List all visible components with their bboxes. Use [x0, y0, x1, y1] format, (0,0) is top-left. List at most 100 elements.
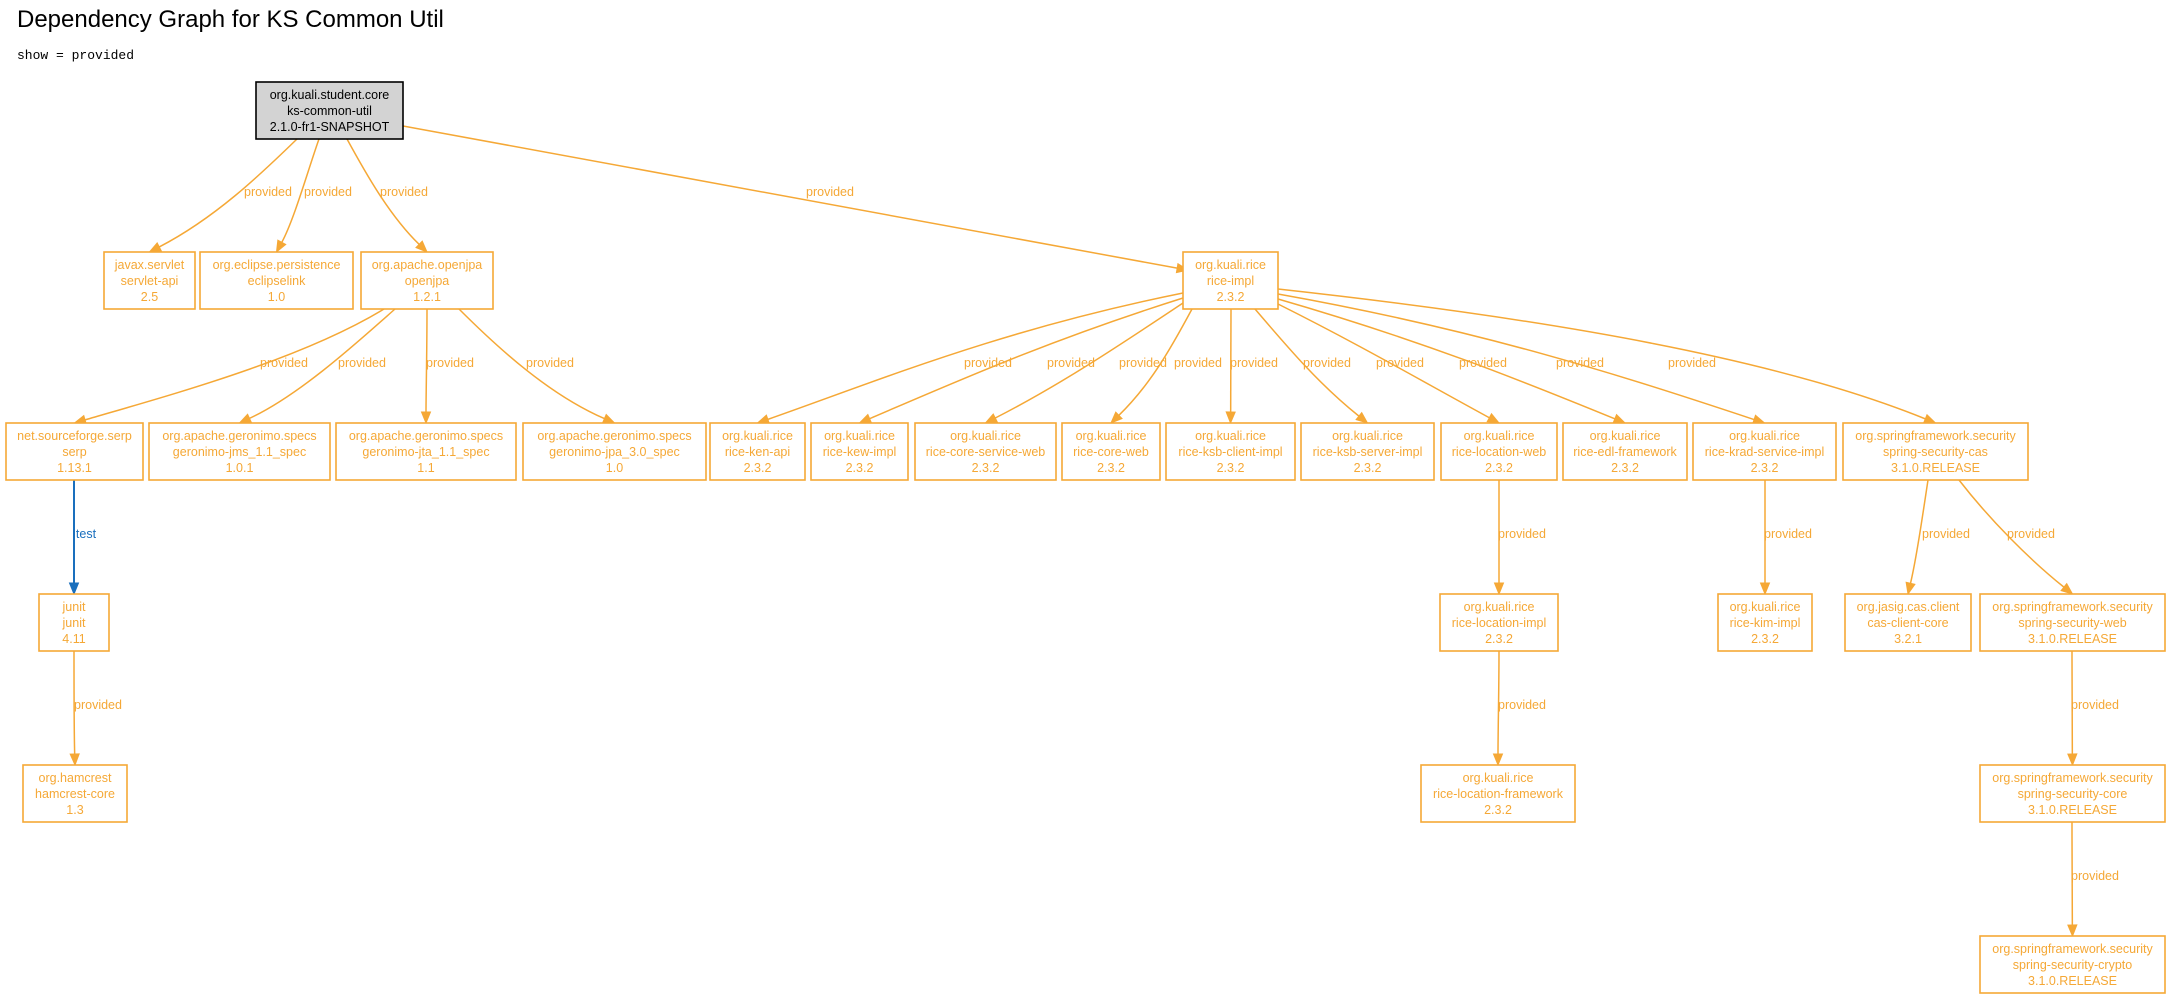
- edge-label: provided: [964, 356, 1012, 370]
- edge-label: provided: [1498, 527, 1546, 541]
- node-sscrypto[interactable]: org.springframework.securityspring-secur…: [1979, 935, 2166, 994]
- node-label-line: rice-location-framework: [1433, 787, 1564, 801]
- node-label-line: org.hamcrest: [39, 771, 112, 785]
- edge-locimpl-to-locfw: provided: [1492, 650, 1546, 767]
- node-krad[interactable]: org.kuali.ricerice-krad-service-impl2.3.…: [1692, 422, 1837, 481]
- node-jpa[interactable]: org.apache.geronimo.specsgeronimo-jpa_3.…: [522, 422, 707, 481]
- node-box: [148, 422, 331, 481]
- node-label-line: org.springframework.security: [1992, 771, 2153, 785]
- node-label-line: rice-edl-framework: [1573, 445, 1677, 459]
- node-label-line: spring-security-web: [2018, 616, 2126, 630]
- edge-arrowhead: [238, 413, 253, 424]
- edge-label: provided: [380, 185, 428, 199]
- node-label-line: 2.3.2: [1354, 461, 1382, 475]
- node-label-line: 3.1.0.RELEASE: [1891, 461, 1980, 475]
- edge-line: [249, 308, 396, 420]
- node-label-line: 1.0: [268, 290, 285, 304]
- node-label-line: org.kuali.rice: [950, 429, 1021, 443]
- node-box: [1692, 422, 1837, 481]
- node-label-line: 1.2.1: [413, 290, 441, 304]
- node-box: [1979, 935, 2166, 994]
- edge-line: [346, 138, 420, 245]
- node-box: [103, 251, 196, 310]
- edge-arrowhead: [1493, 582, 1505, 596]
- edge-arrowhead: [2067, 924, 2078, 938]
- node-label-line: 1.3: [66, 803, 83, 817]
- node-box: [38, 593, 110, 652]
- edge-arrowhead: [1759, 582, 1771, 596]
- node-label-line: org.kuali.rice: [722, 429, 793, 443]
- node-locfw[interactable]: org.kuali.ricerice-location-framework2.3…: [1420, 764, 1576, 823]
- node-root[interactable]: org.kuali.student.coreks-common-util2.1.…: [255, 81, 404, 140]
- node-label-line: servlet-api: [121, 274, 179, 288]
- edge-label: provided: [2071, 698, 2119, 712]
- edge-root-to-eclipselink: provided: [275, 138, 352, 254]
- edge-sscas-to-casclient: provided: [1905, 479, 1970, 596]
- edge-krad-to-kim: provided: [1759, 480, 1812, 596]
- node-label-line: 4.11: [62, 632, 85, 646]
- node-jta[interactable]: org.apache.geronimo.specsgeronimo-jta_1.…: [335, 422, 517, 481]
- edge-arrowhead: [2060, 582, 2074, 595]
- edge-arrowhead: [1486, 412, 1501, 424]
- node-sscore[interactable]: org.springframework.security spring-secur…: [1979, 764, 2166, 823]
- node-label-line: org.kuali.rice: [824, 429, 895, 443]
- node-label-line: 2.3.2: [744, 461, 772, 475]
- edge-label: provided: [1376, 356, 1424, 370]
- node-label-line: junit: [62, 600, 86, 614]
- edge-riceimpl-to-sscas: provided: [1277, 288, 1937, 424]
- node-label-line: 3.1.0.RELEASE: [2028, 632, 2117, 646]
- node-label-line: 2.3.2: [1485, 461, 1513, 475]
- node-box: [1842, 422, 2029, 481]
- node-label-line: eclipselink: [248, 274, 306, 288]
- edge-line: [1958, 479, 2065, 588]
- edge-locweb-to-locimpl: provided: [1493, 480, 1546, 596]
- node-box: [1440, 422, 1558, 481]
- edge-arrowhead: [2067, 753, 2078, 767]
- node-label-line: spring-security-cas: [1883, 445, 1988, 459]
- edge-line: [402, 125, 1178, 269]
- node-sscas[interactable]: org.springframework.securityspring-secur…: [1842, 422, 2029, 481]
- edge-line: [1909, 479, 1929, 584]
- node-label-line: org.kuali.rice: [1076, 429, 1147, 443]
- edge-label: provided: [426, 356, 474, 370]
- edge-arrowhead: [275, 239, 287, 254]
- node-label-line: geronimo-jta_1.1_spec: [362, 445, 489, 459]
- node-label-line: rice-impl: [1207, 274, 1254, 288]
- edge-arrowhead: [1922, 413, 1937, 424]
- edge-line: [1497, 650, 1500, 755]
- edge-line: [1277, 303, 1490, 419]
- node-box: [5, 422, 144, 481]
- node-label-line: rice-core-web: [1073, 445, 1149, 459]
- node-label-line: org.kuali.rice: [1195, 258, 1266, 272]
- edge-label: provided: [1668, 356, 1716, 370]
- node-ssweb[interactable]: org.springframework.securityspring-secur…: [1979, 593, 2166, 652]
- node-jms[interactable]: org.apache.geronimo.specsgeronimo-jms_1.…: [148, 422, 331, 481]
- node-box: [810, 422, 909, 481]
- node-label-line: rice-location-impl: [1452, 616, 1546, 630]
- node-box: [522, 422, 707, 481]
- edge-line: [1118, 308, 1193, 416]
- edge-arrowhead: [601, 413, 616, 424]
- node-label-line: rice-kew-impl: [823, 445, 897, 459]
- edge-arrowhead: [148, 242, 163, 253]
- node-label-line: spring-security-core: [2018, 787, 2128, 801]
- node-box: [1979, 593, 2166, 652]
